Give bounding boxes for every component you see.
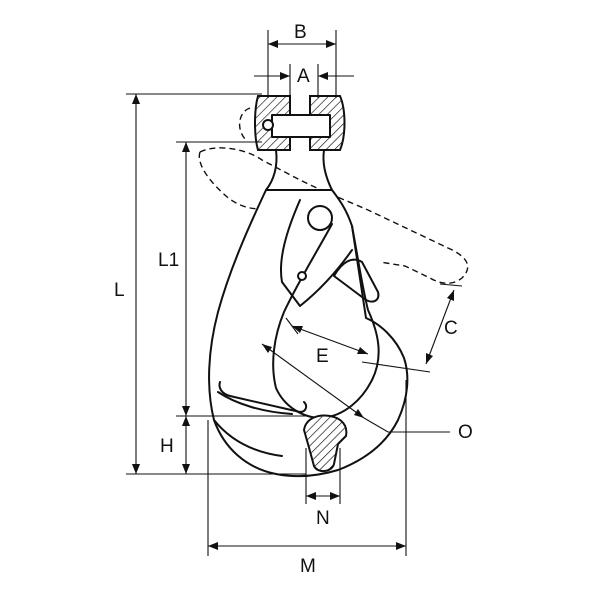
pivot-hole bbox=[307, 205, 333, 231]
label-b: B bbox=[294, 22, 307, 43]
clevis-pin bbox=[271, 114, 331, 138]
dimension-h: H bbox=[160, 416, 190, 474]
hook-tip-section bbox=[302, 414, 348, 472]
label-a: A bbox=[297, 66, 310, 87]
label-o: O bbox=[458, 422, 473, 443]
label-e: E bbox=[316, 346, 329, 367]
dimension-l: L bbox=[114, 93, 306, 475]
label-n: N bbox=[316, 508, 330, 529]
label-c: C bbox=[444, 318, 458, 339]
dimension-m: M bbox=[207, 380, 407, 577]
dimension-a: A bbox=[254, 64, 354, 98]
rivet-hole bbox=[297, 271, 307, 281]
label-h: H bbox=[160, 436, 174, 457]
dimension-e: E bbox=[285, 317, 431, 373]
cotter-hole bbox=[262, 119, 274, 131]
label-l: L bbox=[114, 280, 125, 301]
dimension-n: N bbox=[305, 448, 341, 529]
hook-body bbox=[208, 149, 409, 478]
label-l1: L1 bbox=[158, 250, 179, 271]
clevis-head bbox=[254, 95, 346, 151]
dimension-b: B bbox=[267, 22, 337, 98]
label-m: M bbox=[300, 556, 316, 577]
dimension-l1: L1 bbox=[158, 141, 306, 417]
dimension-c: C bbox=[425, 283, 463, 365]
dimension-o: O bbox=[261, 343, 473, 443]
